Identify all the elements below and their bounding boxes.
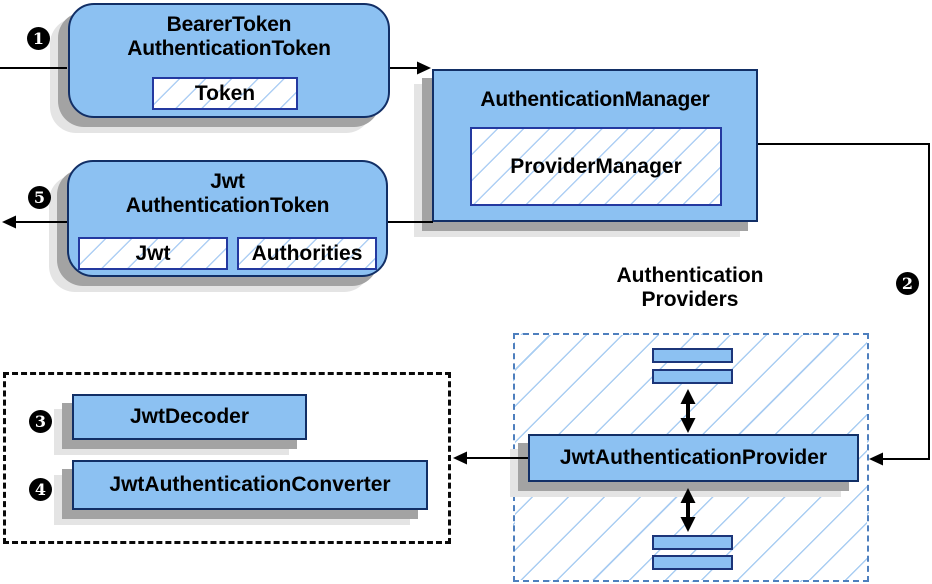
authorities-chip-label: Authorities [251, 241, 363, 265]
jwt-components-group [3, 372, 451, 544]
jwt-authentication-converter-label: JwtAuthenticationConverter [109, 473, 391, 496]
authentication-providers-label-line1: Authentication [616, 264, 764, 287]
authentication-providers-label-line2: Providers [641, 288, 739, 311]
authorities-chip: Authorities [237, 237, 377, 270]
jwt-token-title-line1: Jwt [210, 170, 245, 193]
jwt-authentication-token-node: Jwt AuthenticationToken Jwt Authorities [67, 160, 388, 277]
provider-placeholder-bar [652, 348, 733, 363]
jwt-decoder-node: JwtDecoder [72, 394, 307, 440]
jwt-authentication-provider-label: JwtAuthenticationProvider [559, 446, 828, 469]
step-1-badge: 1 [27, 27, 50, 50]
token-chip-label: Token [194, 81, 256, 105]
jwt-authentication-converter-node: JwtAuthenticationConverter [72, 460, 428, 510]
token-chip: Token [152, 77, 298, 110]
bearer-token-authentication-token-node: BearerToken AuthenticationToken Token [68, 3, 390, 118]
jwt-chip-label: Jwt [135, 241, 171, 265]
step-3-badge: 3 [29, 410, 52, 433]
provider-placeholder-bar [652, 555, 733, 570]
step-2-badge: 2 [896, 272, 919, 295]
step-4-badge: 4 [29, 478, 52, 501]
outgoing-result-arrow [2, 215, 67, 229]
provider-placeholder-bar [652, 535, 733, 550]
authentication-manager-node: AuthenticationManager ProviderManager [432, 69, 758, 222]
provider-manager-chip: ProviderManager [470, 127, 722, 206]
bearer-token-title-line2: AuthenticationToken [127, 37, 331, 60]
authentication-providers-label: Authentication Providers [560, 264, 820, 312]
jwt-decoder-label: JwtDecoder [129, 405, 250, 428]
authentication-manager-title: AuthenticationManager [480, 88, 710, 111]
step-5-badge: 5 [28, 186, 51, 209]
jwt-authentication-provider-node: JwtAuthenticationProvider [528, 434, 859, 482]
provider-manager-chip-label: ProviderManager [510, 154, 682, 178]
bearer-token-title-line1: BearerToken [166, 13, 292, 36]
jwt-chip: Jwt [78, 237, 228, 270]
arrow-to-authentication-manager [390, 61, 431, 75]
jwt-token-title-line2: AuthenticationToken [125, 194, 330, 217]
provider-placeholder-bar [652, 369, 733, 384]
